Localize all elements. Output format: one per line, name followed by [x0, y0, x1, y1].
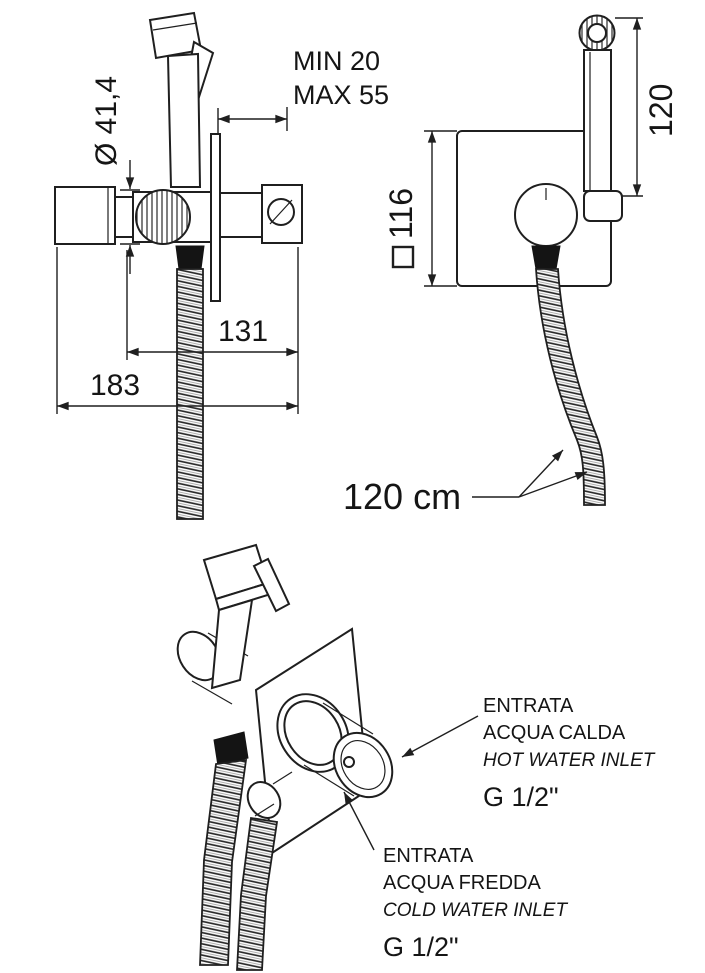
dim-183: 183 [90, 369, 140, 402]
cold-fitting [246, 781, 282, 819]
dim-131: 131 [218, 315, 268, 348]
wall-anchor [54, 186, 116, 245]
side-view: Ø 41,4 MIN 20 MAX 55 131 183 [54, 11, 389, 520]
hot-inlet-line1: ENTRATA [483, 695, 574, 717]
knob-screw [343, 756, 355, 768]
dim-max: MAX 55 [293, 80, 389, 110]
sprayer-handle [166, 52, 202, 188]
cold-inlet-line1: ENTRATA [383, 845, 474, 867]
hose-nut [175, 245, 205, 270]
square-symbol [391, 245, 415, 269]
sprayer-lever-iso [252, 557, 291, 613]
cold-inlet-line2: ACQUA FREDDA [383, 872, 541, 894]
shower-holder [583, 190, 623, 222]
hot-inlet-thread: G 1/2" [483, 782, 559, 812]
hose-nut-iso [213, 731, 249, 767]
hose-length-label: 120 cm [343, 476, 461, 517]
isometric-view: ENTRATA ACQUA CALDA HOT WATER INLET G 1/… [176, 543, 656, 971]
dim-120: 120 [643, 84, 679, 137]
cold-inlet-thread: G 1/2" [383, 932, 459, 962]
hot-inlet-line3: HOT WATER INLET [483, 750, 656, 771]
sprayer-handle-front [583, 49, 612, 192]
hose-iso-2 [236, 816, 279, 971]
cold-inlet-line3: COLD WATER INLET [383, 900, 568, 921]
hose-side [176, 268, 204, 520]
dim-min: MIN 20 [293, 46, 380, 76]
control-knob-side [135, 189, 191, 245]
wall-plate-edge [210, 133, 221, 302]
hose-iso-1 [199, 758, 248, 966]
sprayer-handle-iso [210, 598, 254, 690]
control-knob-iso [332, 731, 394, 799]
hose-nut-front [531, 245, 561, 270]
hot-inlet-line2: ACQUA CALDA [483, 722, 626, 744]
front-view: 116 120 120 cm [343, 14, 679, 517]
dim-diameter: Ø 41,4 [90, 76, 123, 166]
dim-116: 116 [383, 188, 419, 239]
hose-front [535, 268, 606, 506]
